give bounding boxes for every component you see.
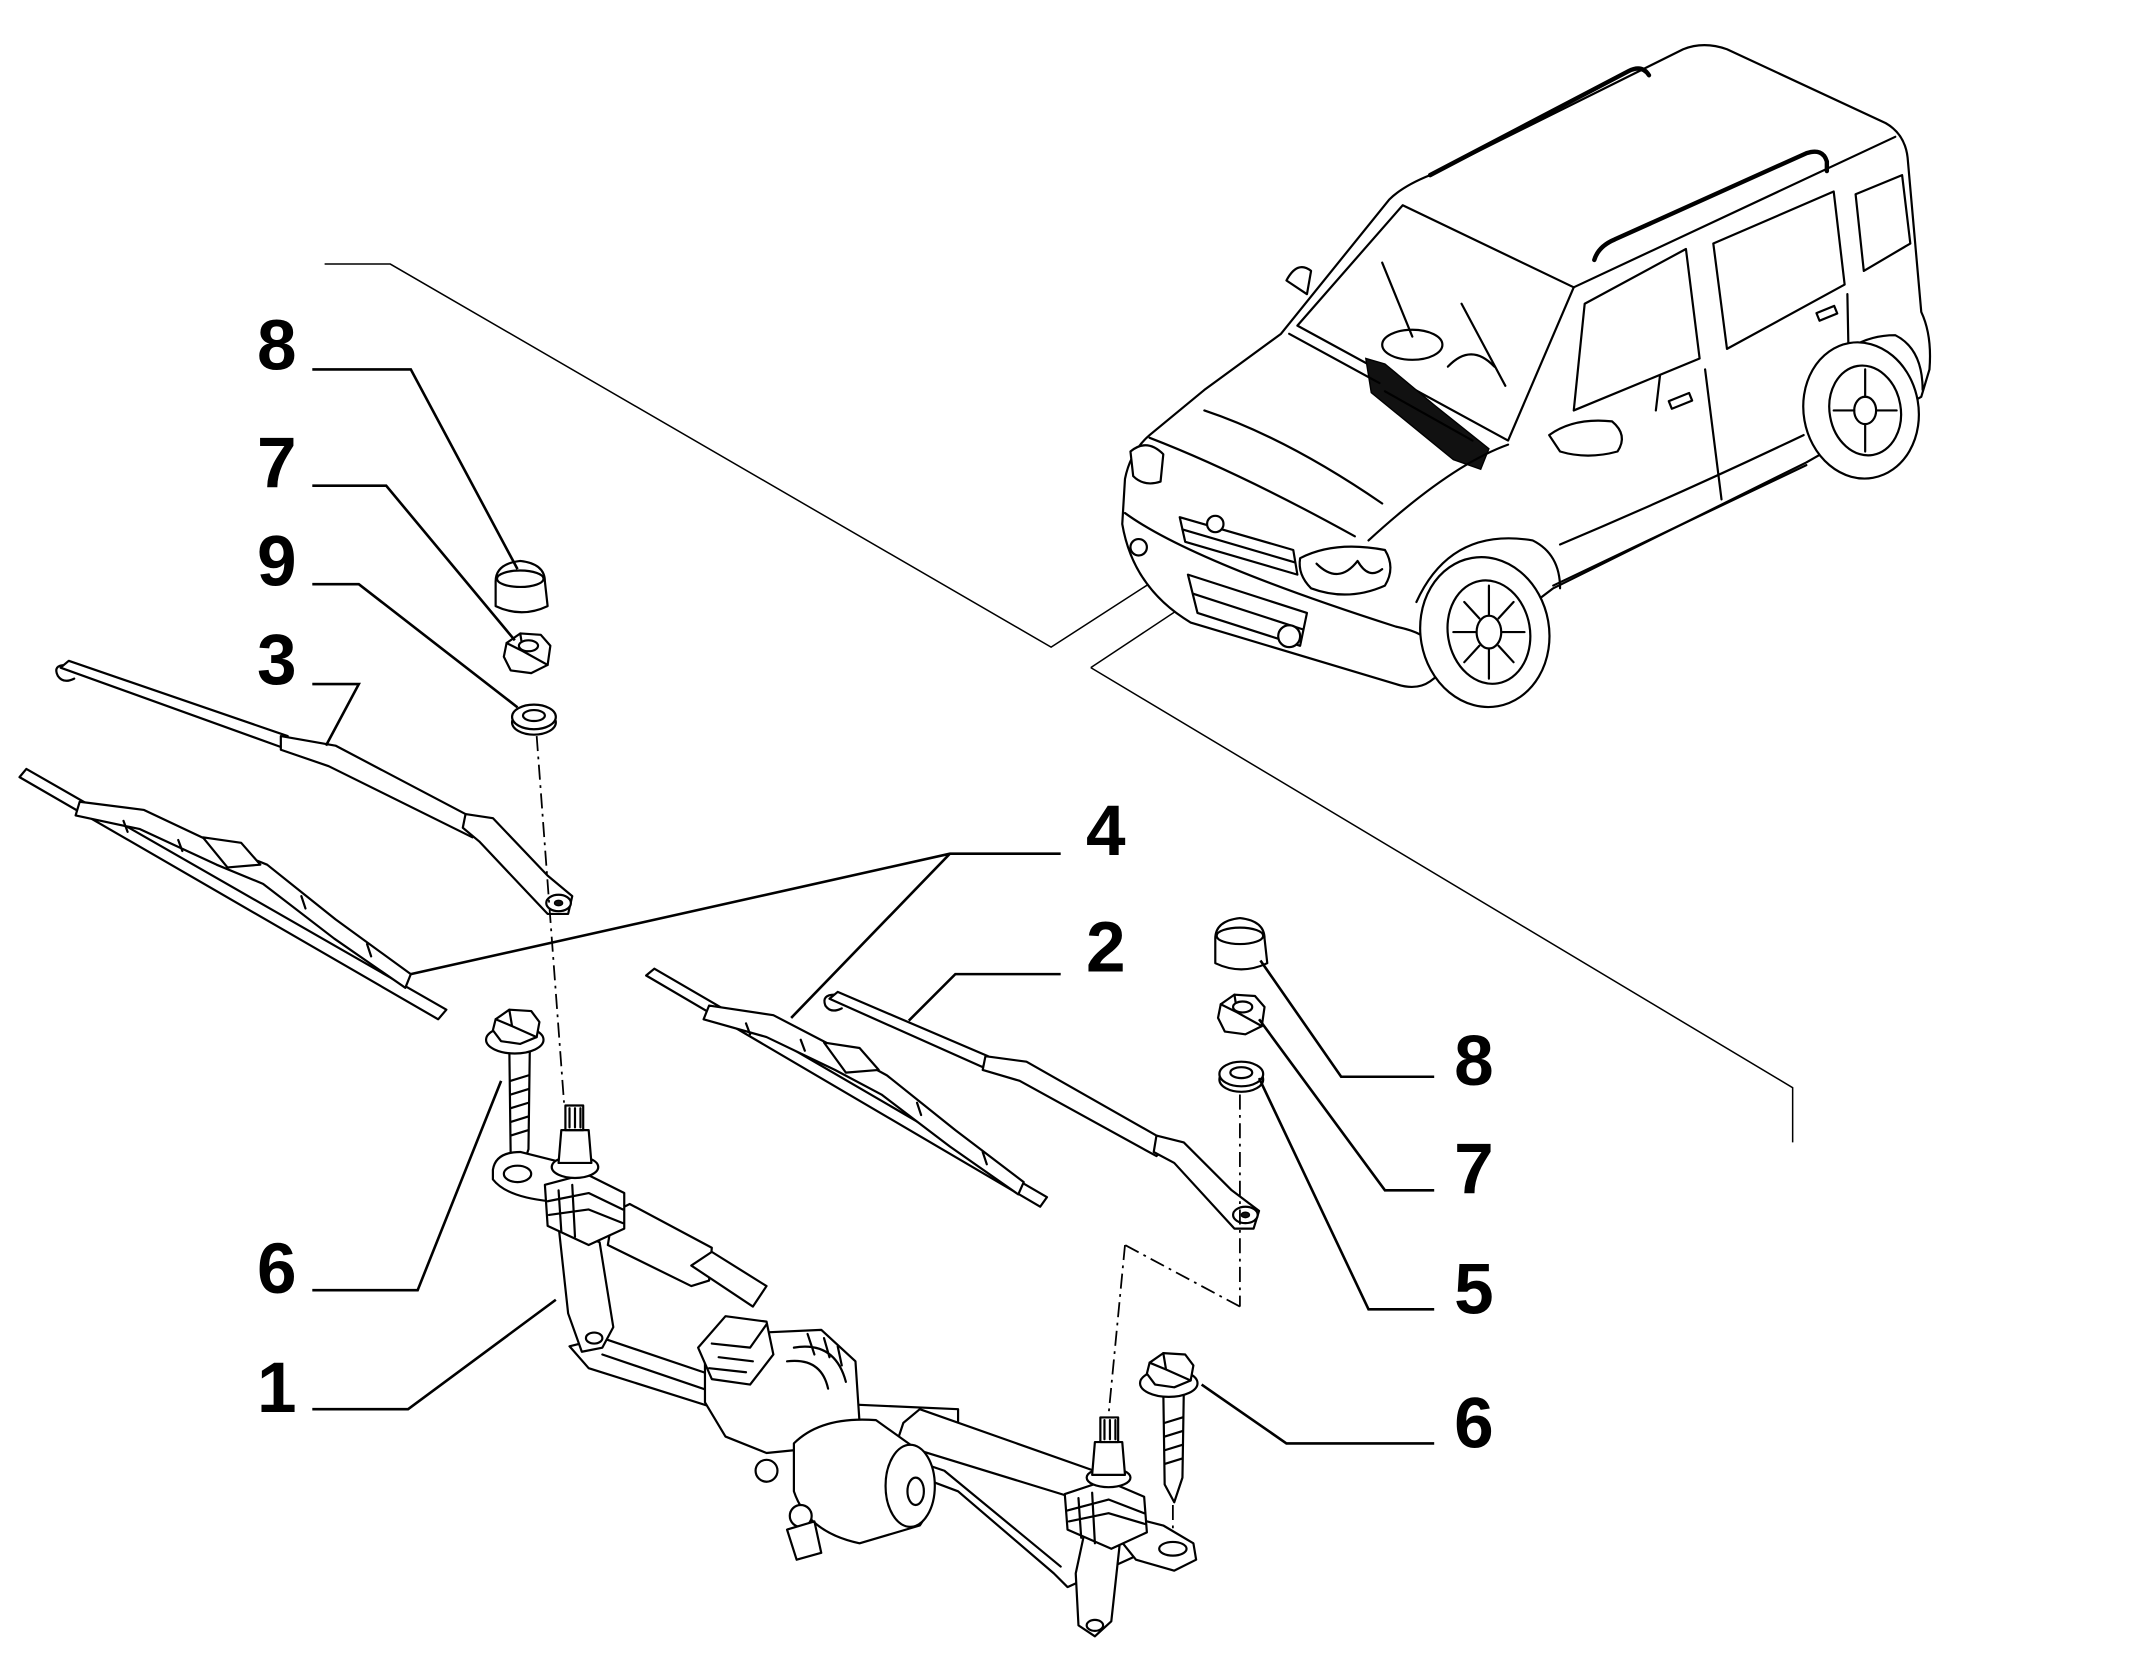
- leader-line-9-left: [312, 582, 519, 709]
- leader-line-6-left: [312, 1080, 503, 1292]
- car-illustration: [1121, 44, 1932, 709]
- wiper-blade-left: [18, 767, 448, 1021]
- side-mirror-far: [1285, 266, 1313, 296]
- blade-connector-right: [822, 1041, 880, 1074]
- fender-crease: [1367, 443, 1510, 542]
- wiper-linkage-assembly: [491, 1104, 1198, 1638]
- door-shut-line-front: [1703, 368, 1723, 501]
- side-molding: [1558, 433, 1805, 546]
- door-handle-front: [1667, 391, 1694, 410]
- leader-line-7-right: [1258, 1018, 1435, 1192]
- callout-label-8-right: 8: [1454, 1022, 1494, 1101]
- wiper-mechanism-highlight: [1364, 357, 1490, 471]
- callout-label-5: 5: [1454, 1250, 1494, 1329]
- callout-labels: 8 7 9 3 6 1 4 2 8 7 5 6: [257, 306, 1494, 1463]
- leader-line-4: [410, 852, 1061, 1019]
- roof-rail-near: [1592, 149, 1830, 263]
- motor-foot: [785, 1520, 823, 1561]
- crank-arm-left: [557, 1224, 615, 1353]
- rear-door-window: [1712, 190, 1846, 350]
- blade-rubber-left: [18, 767, 448, 1021]
- leader-lines: [312, 368, 1435, 1445]
- arm-hook-left: [55, 663, 76, 682]
- callout-label-4: 4: [1086, 792, 1126, 871]
- leader-line-3: [312, 682, 361, 747]
- washer-right: [1218, 1060, 1265, 1093]
- front-door-window: [1572, 247, 1701, 412]
- callout-label-6-left: 6: [257, 1230, 297, 1309]
- nut-right: [1216, 993, 1266, 1036]
- leader-line-6-right: [1200, 1383, 1435, 1445]
- roof-near-edge: [1572, 135, 1897, 289]
- hood-crease: [1203, 409, 1384, 505]
- bolt-right: [1138, 1352, 1199, 1504]
- headlamp-far: [1129, 444, 1165, 485]
- arm-hook-right: [823, 993, 843, 1012]
- fog-lamp-near: [1277, 624, 1302, 649]
- side-mirror-near: [1548, 419, 1623, 457]
- blade-connector-left: [201, 836, 262, 869]
- fog-lamp-far: [1129, 537, 1148, 557]
- leader-line-1: [312, 1298, 557, 1411]
- callout-label-3: 3: [257, 621, 297, 700]
- callout-label-7-right: 7: [1454, 1130, 1494, 1209]
- leader-line-5: [1257, 1077, 1435, 1311]
- door-handle-rear: [1815, 304, 1839, 322]
- rear-wheel: [1802, 341, 1920, 480]
- wiper-blade-right: [645, 967, 1049, 1208]
- spindle-collar-right: [1091, 1440, 1127, 1476]
- reference-line-right: [1090, 667, 1794, 1143]
- rear-quarter-window: [1854, 174, 1912, 272]
- linkage-tube-left: [606, 1202, 713, 1288]
- wheel-arch-front: [1415, 537, 1562, 604]
- leader-line-7-left: [312, 484, 516, 642]
- front-wheel: [1419, 556, 1551, 709]
- callout-label-8-left: 8: [257, 306, 297, 385]
- callout-label-9-left: 9: [257, 523, 297, 602]
- sill-line: [1552, 464, 1808, 587]
- brand-logo: [1205, 514, 1225, 534]
- leader-line-8-left: [312, 368, 519, 570]
- washer-left: [510, 703, 557, 736]
- cap-left: [494, 559, 549, 614]
- car-wiper-blade-left: [1288, 332, 1381, 385]
- callout-label-6-right: 6: [1454, 1385, 1494, 1464]
- cap-right: [1214, 916, 1269, 971]
- callout-label-7-left: 7: [257, 424, 297, 503]
- front-bumper-line: [1123, 511, 1432, 645]
- motor-connector: [697, 1315, 775, 1386]
- bolt-left: [484, 1008, 545, 1175]
- nut-left: [502, 632, 552, 675]
- headlamp-near: [1298, 545, 1392, 596]
- leader-line-8-right: [1259, 959, 1435, 1079]
- callout-label-1: 1: [257, 1349, 297, 1428]
- hood-front-edge: [1148, 436, 1356, 538]
- roof-rail-far: [1427, 66, 1652, 178]
- motor-mount-ear-1: [754, 1458, 779, 1483]
- car-wiper-blade-right: [1383, 390, 1474, 442]
- linkage-rod-mid: [690, 1250, 768, 1308]
- leader-line-2: [907, 972, 1061, 1022]
- callout-label-2: 2: [1086, 908, 1126, 987]
- spindle-collar-left: [557, 1129, 593, 1165]
- wiper-arm-left: [55, 659, 574, 916]
